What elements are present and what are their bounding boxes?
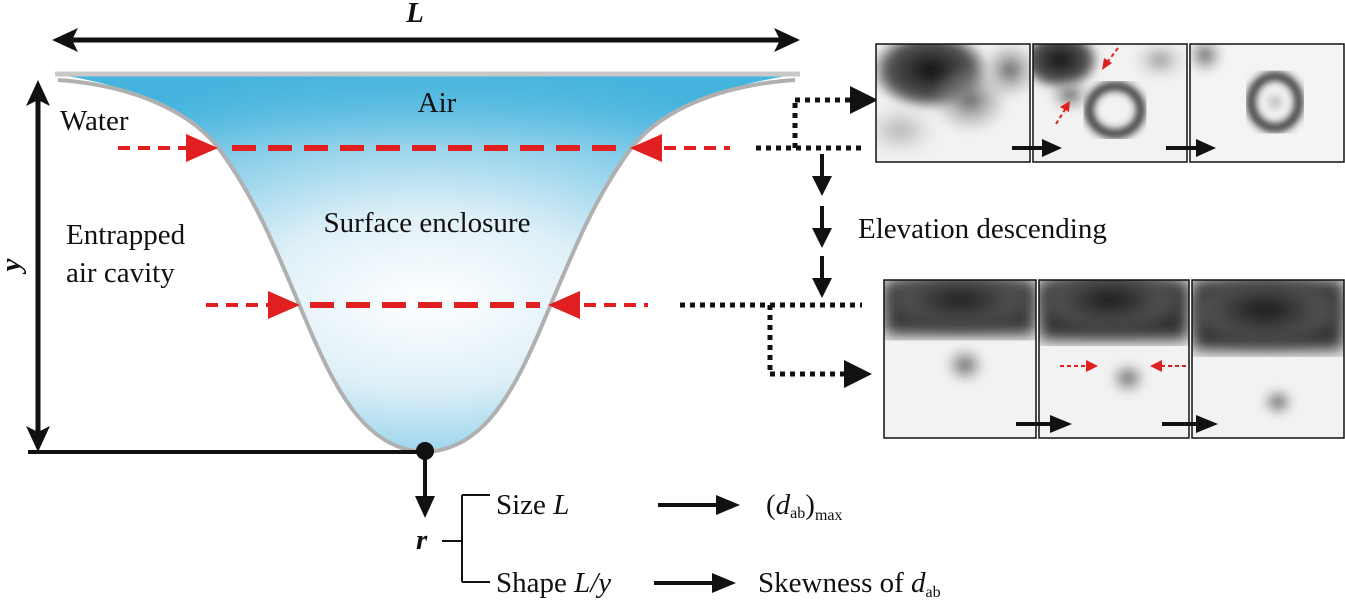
upper-panel-2 (1012, 43, 1188, 163)
size-result-close: ) (805, 489, 815, 521)
length-arrow-left-head (52, 28, 78, 52)
depth-symbol: y (0, 258, 27, 274)
lower-image-row (883, 279, 1345, 439)
size-result-symbol: d (776, 489, 791, 521)
depth-dimension: y (0, 80, 434, 460)
cavity-fill (55, 74, 800, 452)
r-arrow-head (415, 496, 435, 518)
upper-level-indicator (118, 86, 878, 162)
cavity-bottom-point (416, 442, 434, 460)
size-prefix: Size (496, 489, 553, 521)
shape-result-symbol: d (911, 567, 926, 599)
upper-image-row (875, 43, 1345, 163)
lower-black-arrowhead (844, 360, 872, 388)
entrapped-label-line2: air cavity (66, 257, 175, 289)
descend-arrow-2-head (812, 228, 832, 248)
size-result-sub: ab (790, 505, 805, 522)
size-result-open: ( (766, 489, 776, 521)
lower-panel-3 (1162, 279, 1345, 439)
lower-panel-2 (1016, 279, 1190, 439)
shape-result-text: Skewness of (758, 567, 911, 599)
upper-panel-3 (1166, 43, 1345, 163)
surface-enclosure-label: Surface enclosure (324, 207, 531, 239)
length-arrow-right-head (774, 28, 800, 52)
size-result-arrowhead (716, 495, 740, 515)
elevation-descending-arrows: Elevation descending (812, 154, 1107, 298)
shape-result-sub: ab (926, 584, 941, 601)
shape-symbol: L/y (573, 567, 611, 599)
shape-prefix: Shape (496, 567, 574, 599)
lower-panel-1 (883, 279, 1037, 439)
entrapped-label-line1: Entrapped (66, 219, 186, 251)
size-result: (dab)max (766, 489, 843, 524)
upper-panel-1 (875, 43, 1031, 163)
size-branch-label: Size L (496, 489, 569, 521)
depth-arrow-top-head (26, 80, 50, 106)
shape-result: Skewness of dab (758, 567, 941, 601)
lower-red-arrowhead-right (548, 291, 580, 319)
water-label: Water (60, 105, 129, 137)
upper-black-arrowhead (850, 86, 878, 114)
r-symbol: r (416, 524, 428, 556)
size-symbol: L (552, 489, 569, 521)
lower-red-arrowhead-left (268, 291, 300, 319)
cavity-top-shade (55, 74, 800, 150)
length-dimension: L (52, 0, 800, 52)
upper-red-arrowhead-right (630, 134, 662, 162)
elevation-descending-label: Elevation descending (858, 213, 1107, 245)
air-label: Air (418, 87, 457, 119)
shape-result-arrowhead (712, 573, 736, 593)
depth-arrow-bottom-head (26, 426, 50, 452)
upper-red-arrowhead-left (186, 134, 218, 162)
shape-branch-label: Shape L/y (496, 567, 611, 599)
size-result-sub2: max (815, 507, 843, 524)
lower-level-indicator (206, 291, 872, 388)
r-branch: r Size L (dab)max Shape L/y Skewness of … (415, 455, 941, 601)
descend-arrow-3-head (812, 278, 832, 298)
descend-arrow-1-head (812, 176, 832, 196)
length-symbol: L (405, 0, 424, 29)
